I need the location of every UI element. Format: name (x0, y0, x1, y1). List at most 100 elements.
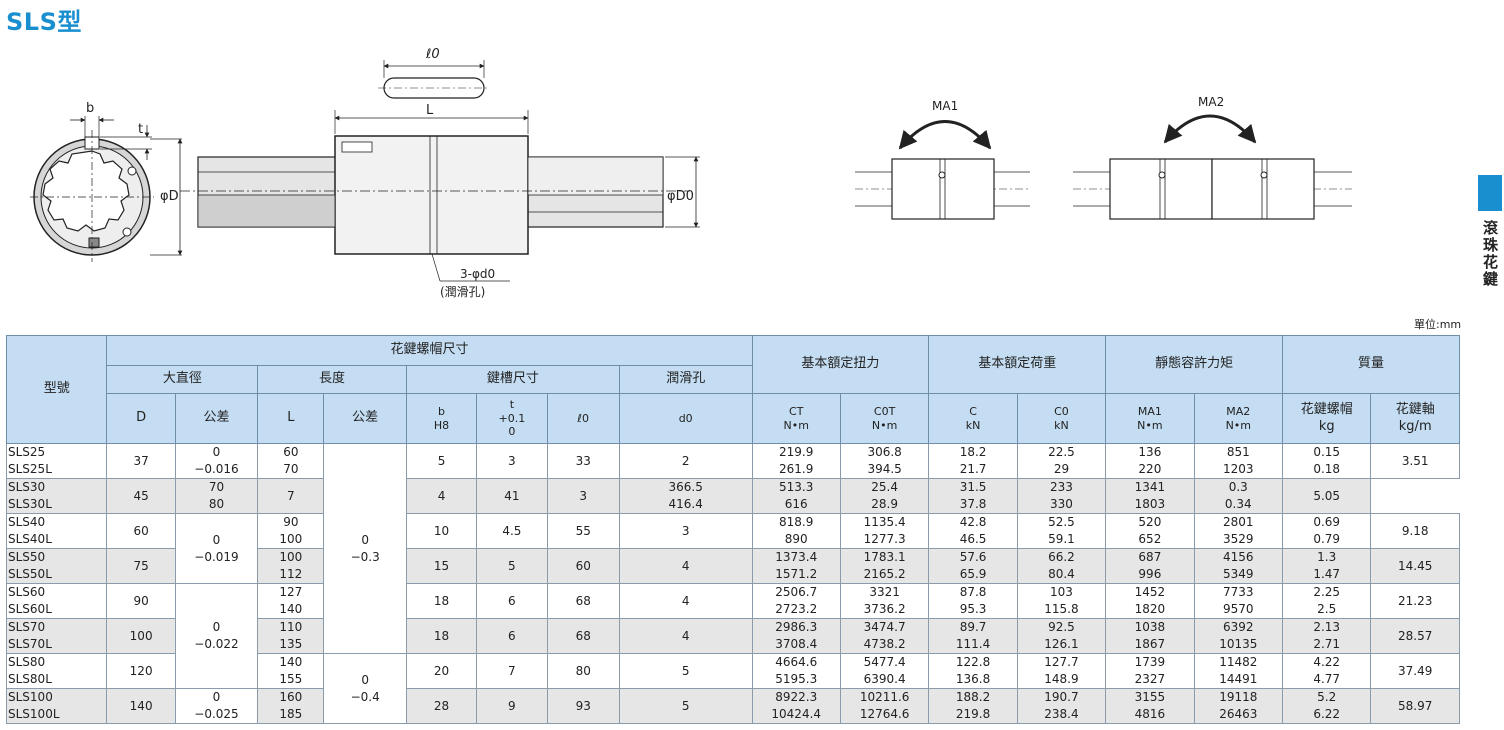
cell-t: 5 (476, 548, 548, 584)
cell-t: 6 (476, 583, 548, 619)
technical-drawing: b t φD ℓ0 L φD0 3-φd0 (潤滑孔) (30, 47, 1352, 299)
cell-l0: 41 (476, 478, 548, 514)
header-nut-dims: 花鍵螺帽尺寸 (106, 335, 753, 366)
cell-shaft-mass: 21.23 (1370, 583, 1460, 619)
cell-b: 5 (405, 443, 478, 479)
cell-b: 18 (405, 583, 478, 619)
cell-d: 60 (106, 513, 176, 549)
cell-d: 37 (106, 443, 176, 479)
cell-l0: 33 (546, 443, 620, 479)
cell-l0: 68 (546, 583, 620, 619)
cell-l-tolerance: 0−0.3 (323, 443, 407, 654)
label-l0: ℓ0 (425, 47, 440, 62)
label-ma1: MA1 (932, 99, 958, 113)
cell-l0: 60 (546, 548, 620, 584)
cell-d: 45 (106, 478, 176, 514)
header-l-tol: 公差 (323, 393, 407, 444)
cell-t: 9 (476, 688, 548, 724)
header-l0: ℓ0 (546, 393, 620, 444)
cell-shaft-mass: 3.51 (1370, 443, 1460, 479)
label-t: t (138, 122, 143, 137)
cell-l-tolerance: 0−0.4 (323, 653, 407, 724)
header-mass: 質量 (1282, 335, 1460, 394)
cell-t: 7 (476, 653, 548, 689)
cell-d0: 4 (618, 618, 753, 654)
page-title: SLS型 (6, 8, 82, 36)
cell-t: 4 (405, 478, 478, 514)
label-phi-d0: φD0 (667, 189, 694, 204)
label-b: b (86, 101, 94, 116)
header-keyway: 鍵槽尺寸 (405, 365, 620, 394)
cell-d: 140 (106, 688, 176, 724)
cell-t: 6 (476, 618, 548, 654)
cell-l0: 80 (546, 653, 620, 689)
cell-d-tolerance: 0−0.019 (174, 513, 259, 584)
label-lube-hole: 3-φd0 (460, 267, 495, 281)
cell-l0: 93 (546, 688, 620, 724)
cell-b: 18 (405, 618, 478, 654)
header-lube: 潤滑孔 (618, 365, 753, 394)
spec-table: 型號 花鍵螺帽尺寸 基本額定扭力 基本額定荷重 靜態容許力矩 質量 大直徑 長度… (5, 335, 1460, 724)
cell-d0: 4 (618, 583, 753, 619)
cell-shaft-mass: 5.05 (1281, 478, 1372, 514)
header-moment: 靜態容許力矩 (1105, 335, 1283, 394)
label-phi-d: φD (160, 189, 179, 204)
end-view-drawing: b t φD (30, 101, 183, 262)
cell-d: 100 (106, 618, 176, 654)
cell-d: 120 (106, 653, 176, 689)
cell-shaft-mass: 58.97 (1370, 688, 1460, 724)
cell-b: 15 (405, 548, 478, 584)
header-length: 長度 (257, 365, 407, 394)
header-outer-dia: 大直徑 (106, 365, 259, 394)
cell-d: 75 (106, 548, 176, 584)
